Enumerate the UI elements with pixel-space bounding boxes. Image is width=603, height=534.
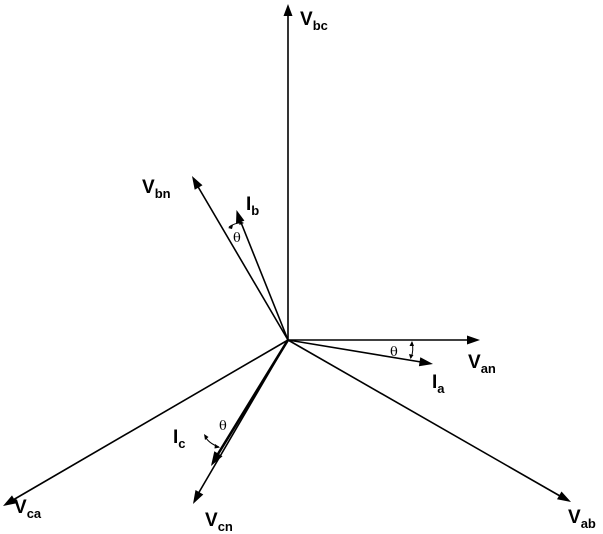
- v-ab-label: Vab: [568, 507, 596, 531]
- v-bc-vector: [283, 4, 293, 340]
- theta-a-label: θ: [390, 345, 398, 360]
- theta-arc-c: [204, 434, 220, 449]
- i-a-label: Ia: [432, 372, 445, 396]
- v-ca-vector: [3, 339, 289, 506]
- i-a-vector: [287, 339, 433, 367]
- v-bn-vector: [192, 176, 289, 341]
- i-c-vector: [211, 339, 290, 466]
- theta-c-label: θ: [219, 419, 227, 434]
- v-bn-label: Vbn: [142, 177, 171, 201]
- v-ab-vector: [287, 339, 571, 502]
- theta-b-label: θ: [233, 231, 241, 246]
- i-b-label: Ib: [246, 194, 259, 218]
- v-an-label: Van: [468, 352, 496, 376]
- i-c-label: Ic: [173, 427, 186, 451]
- theta-arc-b: [228, 220, 244, 229]
- theta-arc-a: [409, 341, 414, 359]
- v-an-vector: [288, 335, 480, 345]
- i-b-vector: [236, 210, 289, 341]
- v-ca-label: Vca: [14, 497, 42, 521]
- v-bc-label: Vbc: [300, 9, 328, 33]
- v-cn-label: Vcn: [205, 510, 233, 534]
